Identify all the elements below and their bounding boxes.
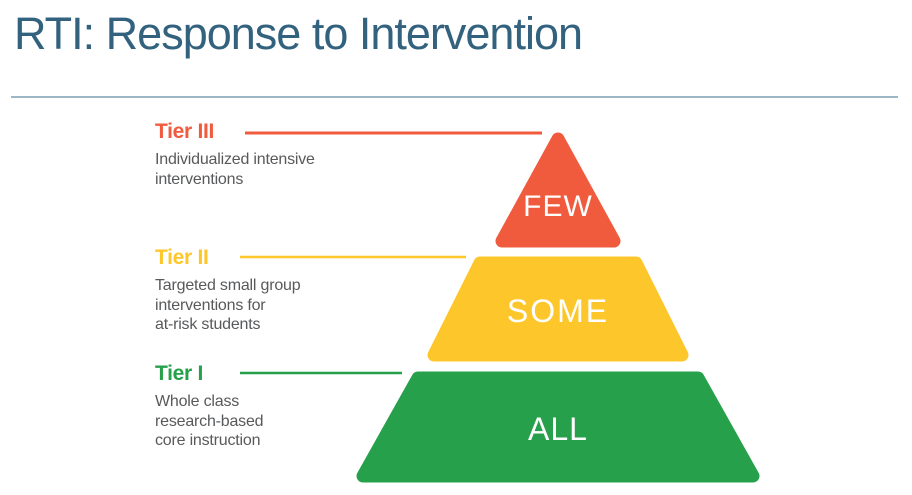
tier-1-pyramid-shape [356, 371, 760, 483]
tier-3-description-line-1: Individualized intensive [155, 151, 315, 168]
tier-1-description-line-1: Whole class [155, 393, 240, 410]
title-divider [11, 96, 898, 98]
tier-3-label: Tier III [155, 120, 215, 143]
page-title: RTI: Response to Intervention [14, 8, 583, 59]
tier-2-description: Targeted small group interventions for a… [155, 276, 301, 335]
tier-1-description-line-2: research-based [155, 412, 264, 430]
tier-1-description-line-3: core instruction [155, 432, 261, 449]
tier-3-shape-label: FEW [523, 190, 593, 223]
tier-3-description-line-2: interventions [155, 170, 244, 188]
tier-2-description-line-1: Targeted small group [155, 277, 301, 294]
tier-2-pyramid-shape [427, 256, 689, 362]
tier-2-label: Tier II [155, 246, 209, 269]
tier-2-shape-label: SOME [507, 293, 609, 329]
tier-3-description: Individualized intensive interventions [155, 150, 315, 189]
tier-3-pyramid-shape [495, 132, 621, 248]
tier-1-shape-label: ALL [528, 411, 588, 447]
tier-2-description-line-2: interventions for [155, 296, 266, 314]
tier-1-description: Whole class research-based core instruct… [155, 392, 264, 451]
tier-2-description-line-3: at-risk students [155, 316, 261, 333]
tier-1-label: Tier I [155, 362, 204, 385]
